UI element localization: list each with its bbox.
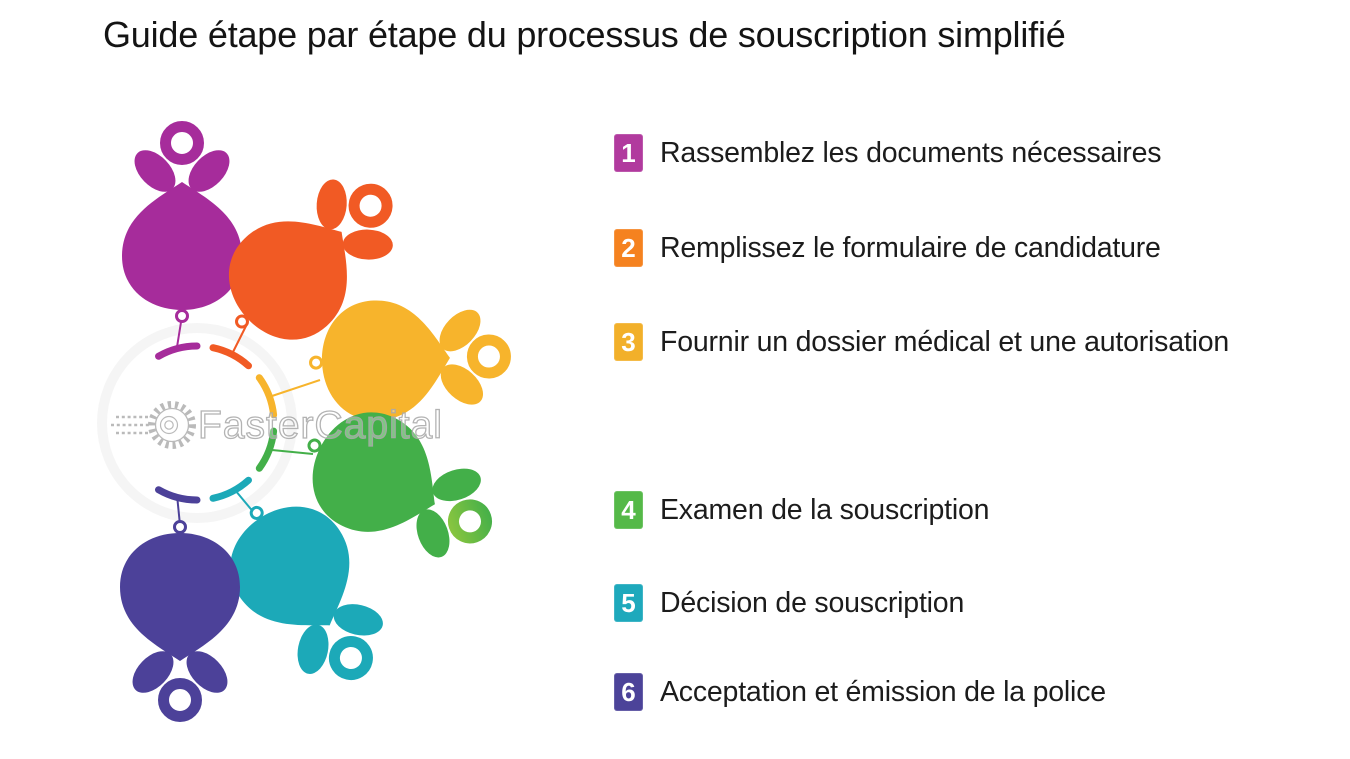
flower-petal-6 [120,486,240,722]
step-6-label: Acceptation et émission de la police [660,675,1106,708]
step-row-5: 5 Décision de souscription [614,583,964,623]
step-5-label: Décision de souscription [660,586,965,619]
flower-petal-3 [255,300,511,421]
step-4-label: Examen de la souscription [660,493,990,526]
step-row-2: 2 Remplissez le formulaire de candidatur… [614,228,1161,268]
step-row-1: 1 Rassemblez les documents nécessaires [614,133,1161,173]
step-row-3: 3 Fournir un dossier médical et une auto… [614,322,1229,362]
step-1-label: Rassemblez les documents nécessaires [660,136,1162,169]
watermark-brand-text: FasterCapital [198,404,443,447]
step-5-badge: 5 [614,584,643,622]
step-2-badge: 2 [614,229,643,267]
faint-backing-circle [97,323,297,523]
page-title: Guide étape par étape du processus de so… [103,14,1066,55]
step-3-badge: 3 [614,323,643,361]
step-1-badge: 1 [614,134,643,172]
process-flower-diagram: FasterCapital [97,121,511,722]
fastercapital-watermark: FasterCapital [111,401,443,449]
step-row-6: 6 Acceptation et émission de la police [614,672,1106,712]
flower-petal-1 [122,121,242,360]
step-2-label: Remplissez le formulaire de candidature [660,231,1161,264]
step-3-label: Fournir un dossier médical et une autori… [660,325,1230,358]
step-row-4: 4 Examen de la souscription [614,490,989,530]
gear-icon [111,401,196,449]
flower-petal-4 [255,412,492,558]
step-6-badge: 6 [614,673,643,711]
flower-petal-2 [209,179,393,370]
step-4-badge: 4 [614,491,643,529]
flower-petal-5 [209,476,383,681]
